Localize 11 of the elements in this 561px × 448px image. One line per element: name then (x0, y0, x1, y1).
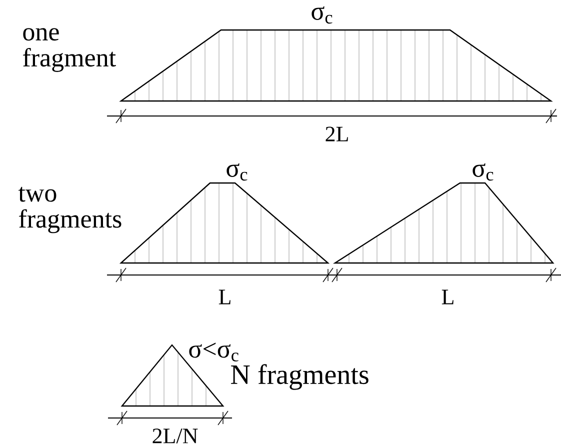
case-label: two fragments (18, 186, 122, 234)
stress-label: σ$_{c}$ (226, 163, 248, 181)
stress-label: σ$_{c}$ (312, 6, 332, 24)
dimension-label: L (218, 290, 230, 304)
dimension-label: 2L/N (152, 428, 198, 444)
dimension-label: 2L (326, 126, 348, 142)
stress-label: σ$_{c}$ (472, 163, 494, 181)
case-label: one fragment (23, 28, 116, 72)
dimension-label: L (442, 290, 454, 304)
stress-label: σ<σ$_{c}$ (189, 342, 238, 362)
case-label: N fragments (231, 364, 368, 390)
